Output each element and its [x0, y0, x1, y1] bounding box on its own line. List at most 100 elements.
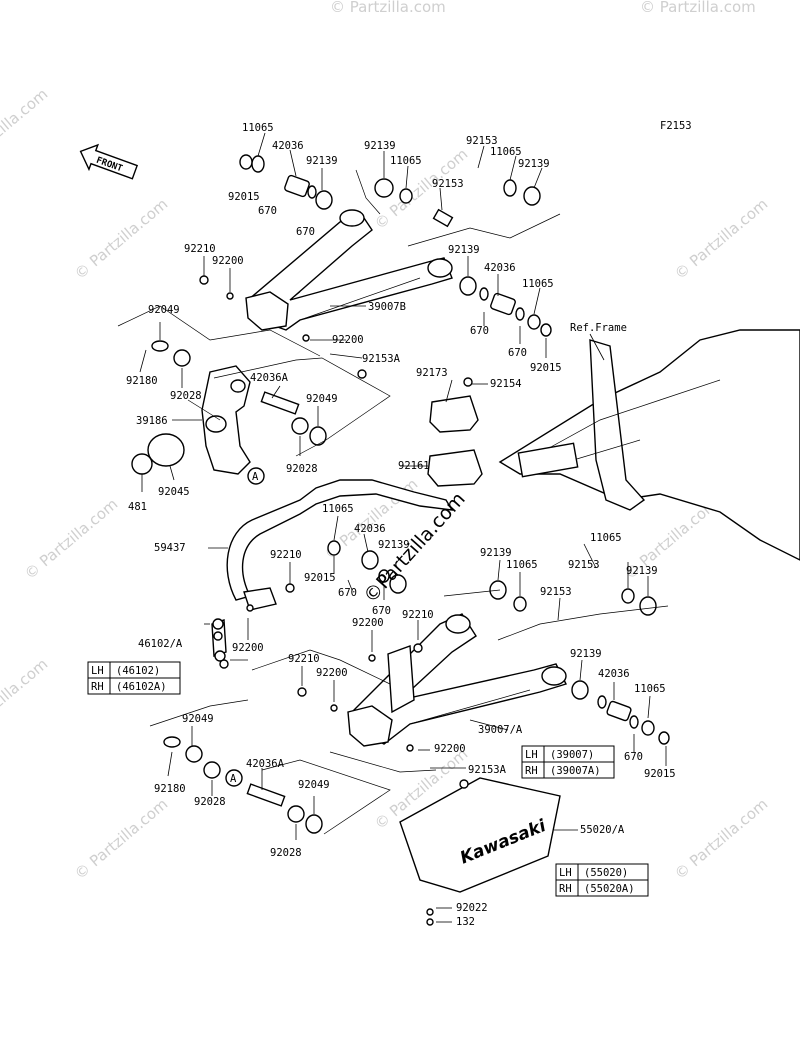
part-label: 39186 [136, 415, 168, 427]
part-label: 92022 [456, 902, 488, 914]
part-label: 92139 [626, 565, 658, 577]
part-label: 670 [508, 347, 527, 359]
callout-a-1: A [247, 467, 265, 485]
watermark-text: © Partzilla.com [671, 195, 771, 283]
part-label: 92139 [306, 155, 338, 167]
part-label: 92153A [362, 353, 401, 365]
part-label: 92153 [540, 586, 572, 598]
part-label: 92210 [270, 549, 302, 561]
part-label: 92200 [352, 617, 384, 629]
stabilizer-bar [226, 479, 454, 611]
link-rod [211, 618, 227, 662]
part-label: 92028 [286, 463, 318, 475]
watermark-text: © Partzilla.com [330, 0, 446, 16]
watermark-text: © Partzilla.com [0, 85, 51, 173]
table-side-label: LH [91, 665, 104, 677]
part-label: 92200 [332, 334, 364, 346]
part-label: 55020/A [580, 824, 625, 836]
part-label: 92139 [448, 244, 480, 256]
part-label: 46102/A [138, 638, 183, 650]
table-part-label: (46102) [116, 665, 160, 677]
part-label: 92028 [194, 796, 226, 808]
watermark-text: © Partzilla.com [640, 0, 756, 16]
part-label: 92049 [306, 393, 338, 405]
table-part-label: (39007A) [550, 765, 601, 777]
table-cell [109, 677, 181, 695]
part-label: 92154 [490, 378, 522, 390]
part-label: 59437 [154, 542, 186, 554]
table-side-label: RH [525, 765, 538, 777]
table-part-label: (55020) [584, 867, 628, 879]
part-label: 11065 [506, 559, 538, 571]
front-arrow-icon: FRONT [79, 143, 139, 180]
part-label: 92139 [518, 158, 550, 170]
part-label: 92210 [288, 653, 320, 665]
part-label: 92200 [212, 255, 244, 267]
part-label: 92200 [316, 667, 348, 679]
part-label: 92139 [364, 140, 396, 152]
frame-reference [498, 329, 800, 561]
upper-a-arm [245, 209, 453, 331]
part-label: 42036A [246, 758, 285, 770]
lh-rh-table: LH (55020) RH (55020A) [555, 863, 649, 897]
small-parts [131, 154, 670, 926]
part-label: 11065 [390, 155, 422, 167]
part-label: 92180 [126, 375, 158, 387]
leader-lines [139, 132, 667, 923]
part-label: 92153 [568, 559, 600, 571]
part-label: 11065 [590, 532, 622, 544]
part-label: 39007B [368, 301, 406, 313]
part-label: 42036 [272, 140, 304, 152]
part-label: 92015 [644, 768, 676, 780]
part-label: 92049 [298, 779, 330, 791]
watermark-text: © Partzilla.com [671, 795, 771, 883]
table-side-label: LH [525, 749, 538, 761]
part-label: 92049 [182, 713, 214, 725]
part-label: 11065 [522, 278, 554, 290]
part-label: 481 [128, 501, 147, 513]
part-label: 92015 [304, 572, 336, 584]
part-label: 670 [296, 226, 315, 238]
part-label: 11065 [322, 503, 354, 515]
part-label: 132 [456, 916, 475, 928]
lh-rh-table: LH(46102)RH(46102A) [87, 661, 181, 695]
part-label: 92200 [232, 642, 264, 654]
group-outlines [117, 169, 669, 835]
watermark-text: © Partzilla.com [71, 195, 171, 283]
part-label: 670 [258, 205, 277, 217]
lower-a-arm [347, 613, 567, 747]
part-label: 92139 [570, 648, 602, 660]
skid-plate: Kawasaki [399, 777, 561, 893]
part-label: 39007/A [478, 724, 523, 736]
part-label: 92139 [378, 539, 410, 551]
part-label: 42036 [598, 668, 630, 680]
part-label: 42036 [484, 262, 516, 274]
part-label: 92210 [184, 243, 216, 255]
part-label: 92028 [170, 390, 202, 402]
part-label: 92028 [270, 847, 302, 859]
part-label: 92210 [402, 609, 434, 621]
part-label: 92015 [530, 362, 562, 374]
part-label: 42036 [354, 523, 386, 535]
part-label: 670 [338, 587, 357, 599]
part-label: 92200 [434, 743, 466, 755]
lh-rh-table: LH(39007)RH(39007A) [521, 745, 615, 779]
table-cell [577, 879, 649, 897]
svg-text:A: A [230, 773, 237, 785]
figure-code: F2153 [660, 120, 692, 132]
part-label: 11065 [242, 122, 274, 134]
watermark-text: © Partzilla.com [0, 655, 51, 743]
part-label: 92180 [154, 783, 186, 795]
stabilizer-clamp [427, 395, 483, 487]
lh-rh-tables: LH(46102)RH(46102A)LH(39007)RH(39007A)LH… [87, 661, 649, 897]
table-side-label: RH [559, 883, 572, 895]
table-cell [543, 761, 615, 779]
table-part-label: (55020A) [584, 883, 635, 895]
part-label: 11065 [634, 683, 666, 695]
watermark-text: © Partzilla.com [71, 795, 171, 883]
watermark-text: © Partzilla.com [21, 495, 121, 583]
part-label: 11065 [490, 146, 522, 158]
table-side-label: LH [559, 867, 572, 879]
steering-knuckle [201, 365, 251, 475]
